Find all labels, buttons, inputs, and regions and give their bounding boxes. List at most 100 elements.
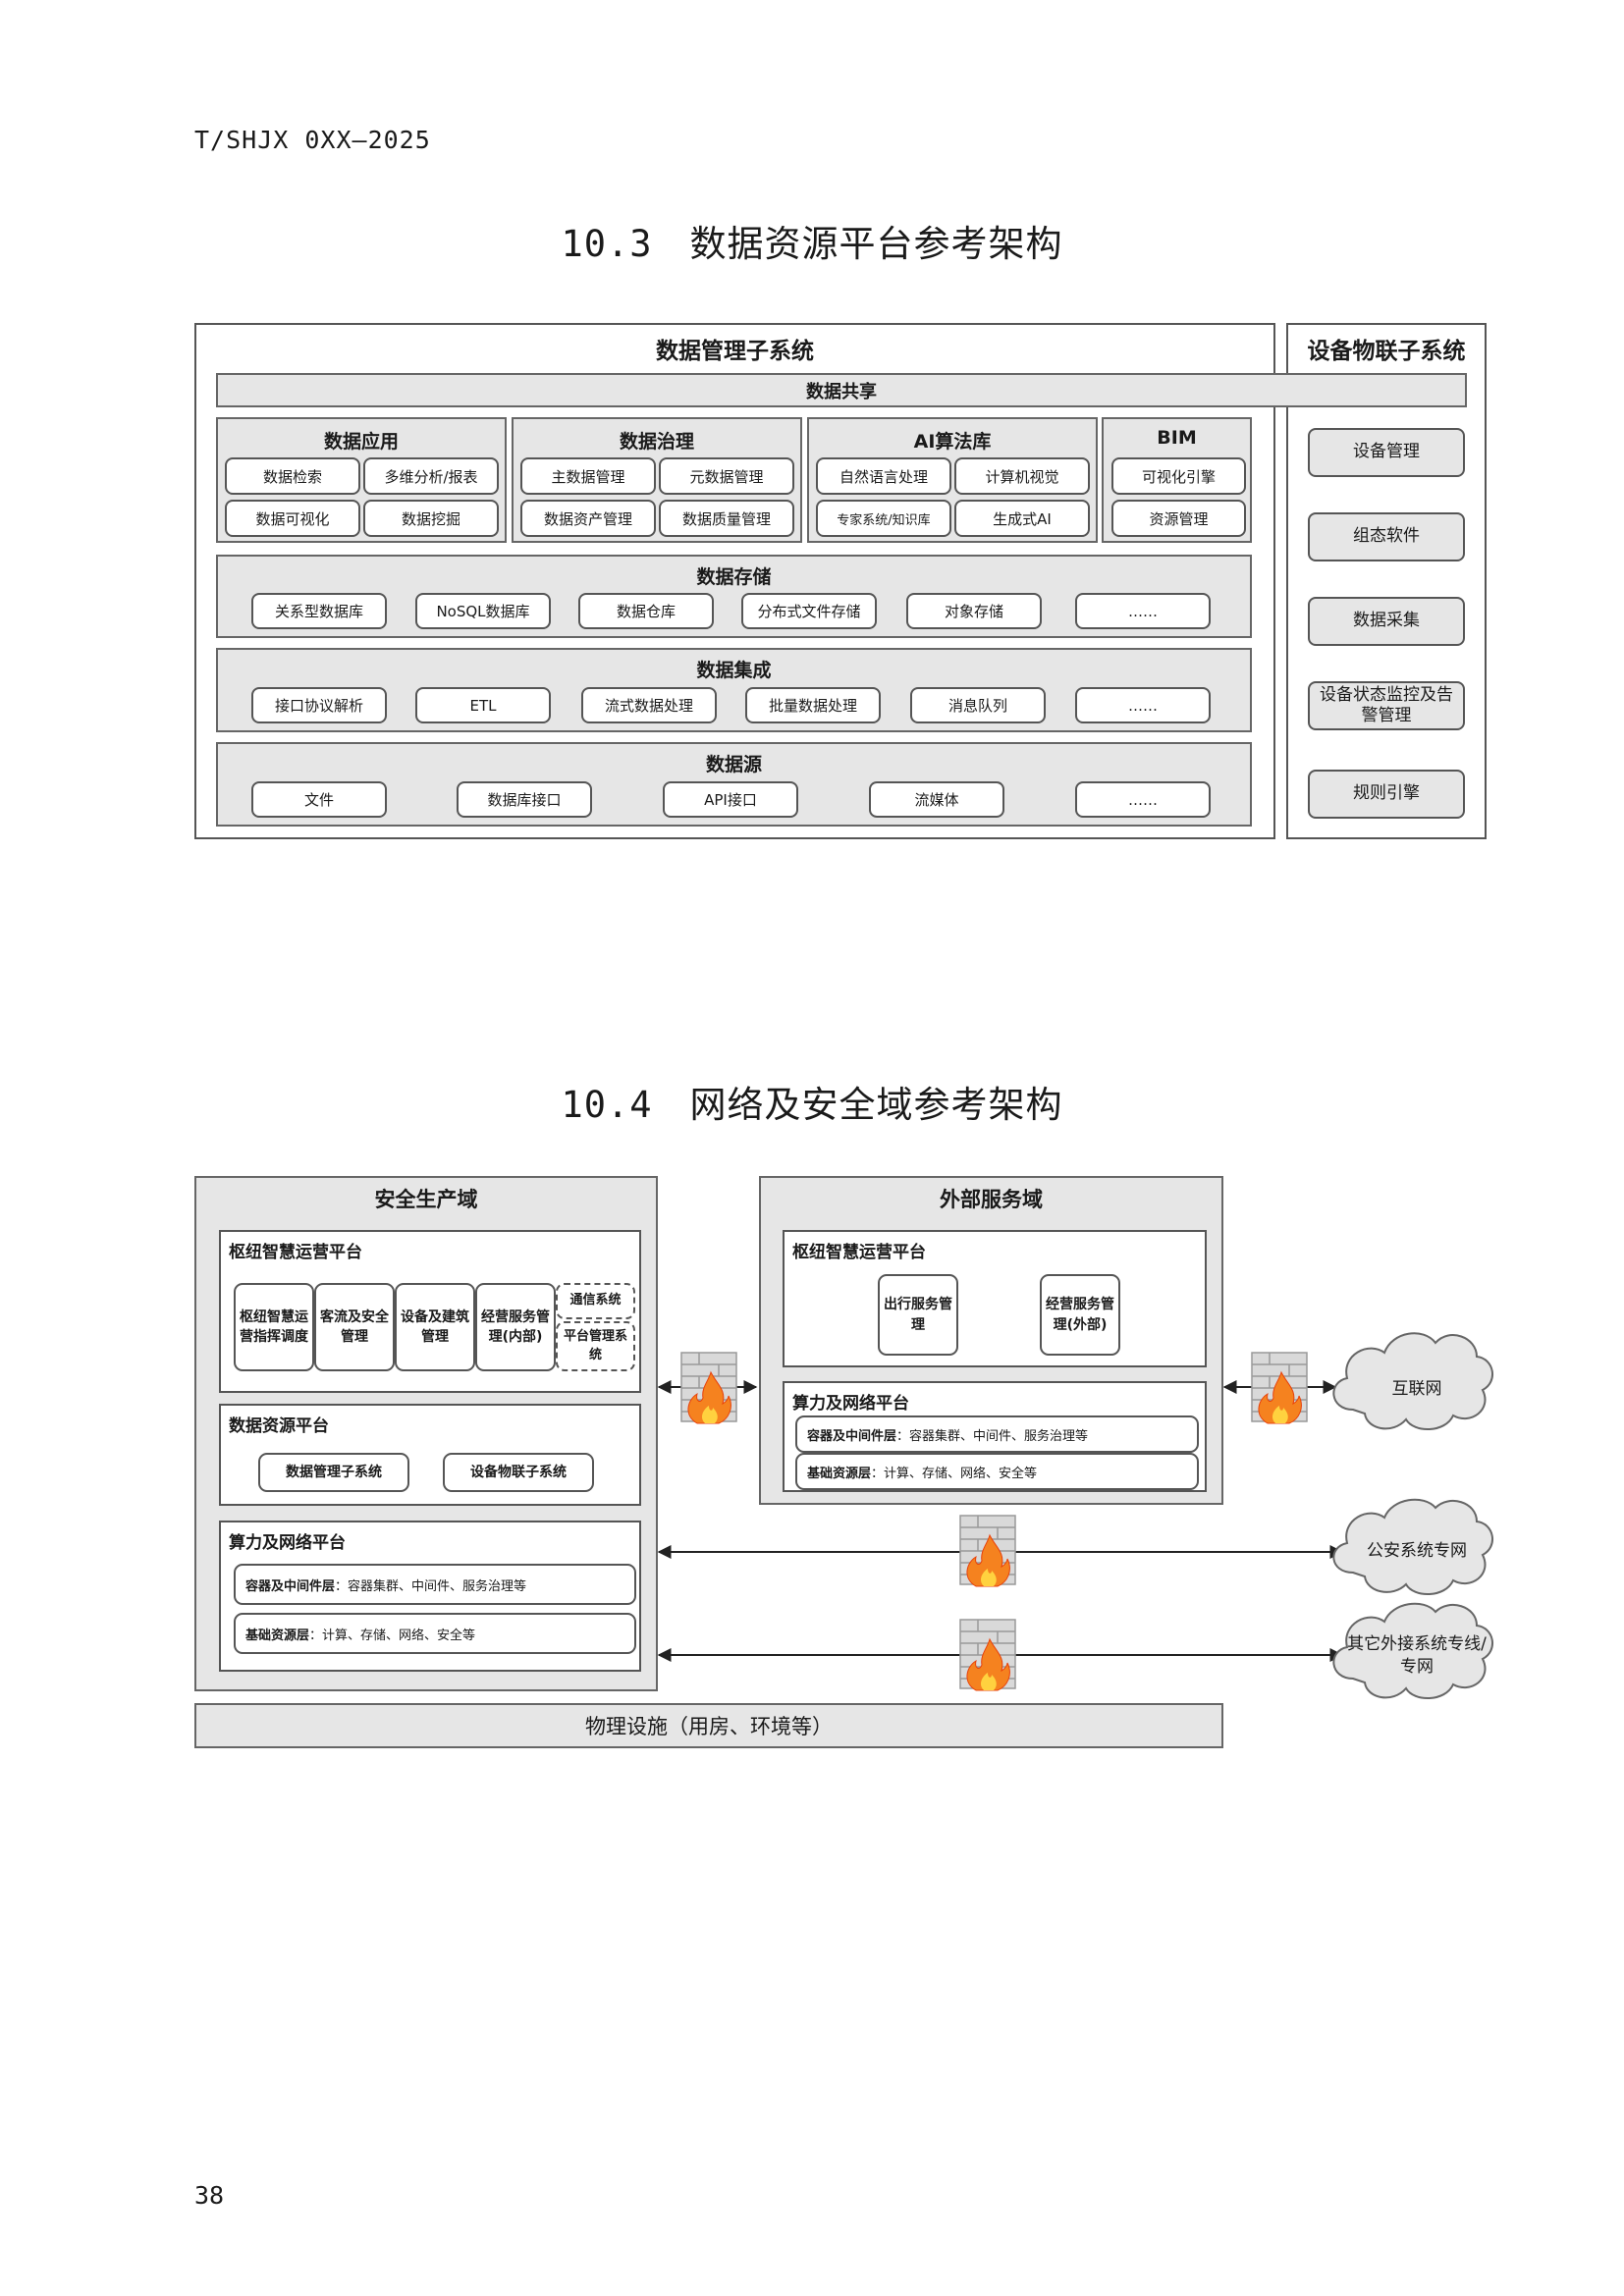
iot-subsystem-title: 设备物联子系统 xyxy=(1307,339,1466,364)
bim-item: 资源管理 xyxy=(1111,500,1246,537)
storage-item: NoSQL数据库 xyxy=(415,593,551,629)
storage-item: 关系型数据库 xyxy=(251,593,387,629)
firewall-icon xyxy=(959,1619,1016,1691)
hub-module: 设备及建筑管理 xyxy=(395,1283,475,1371)
ai-item: 专家系统/知识库 xyxy=(816,500,951,537)
integration-item: 流式数据处理 xyxy=(581,687,717,723)
integration-item: ETL xyxy=(415,687,551,723)
external-domain-title: 外部服务域 xyxy=(940,1188,1043,1211)
firewall-icon xyxy=(1251,1352,1308,1424)
safety-hub-platform: 枢纽智慧运营平台 枢纽智慧运营指挥调度 客流及安全管理 设备及建筑管理 经营服务… xyxy=(219,1230,641,1393)
source-item: API接口 xyxy=(663,781,798,818)
source-item: …… xyxy=(1075,781,1211,818)
integration-item: 批量数据处理 xyxy=(745,687,881,723)
document-code: T/SHJX 0XX—2025 xyxy=(194,126,431,154)
storage-item: …… xyxy=(1075,593,1211,629)
integration-item: 消息队列 xyxy=(910,687,1046,723)
external-compute-platform-title: 算力及网络平台 xyxy=(792,1394,909,1414)
safety-compute-platform-title: 算力及网络平台 xyxy=(229,1533,346,1553)
compute-layer: 基础资源层：计算、存储、网络、安全等 xyxy=(234,1613,636,1654)
compute-layer-name: 容器及中间件层 xyxy=(807,1428,897,1444)
compute-layer-desc: ：计算、存储、网络、安全等 xyxy=(309,1628,476,1643)
data-integration-title: 数据集成 xyxy=(696,660,772,681)
safety-hub-platform-title: 枢纽智慧运营平台 xyxy=(229,1243,362,1262)
external-hub-platform: 枢纽智慧运营平台 出行服务管理 经营服务管理(外部) xyxy=(783,1230,1207,1367)
external-hub-module: 经营服务管理(外部) xyxy=(1040,1274,1120,1356)
external-hub-module: 出行服务管理 xyxy=(878,1274,958,1356)
data-platform-item: 数据管理子系统 xyxy=(258,1453,409,1492)
source-item: 流媒体 xyxy=(869,781,1004,818)
iot-item: 设备状态监控及告警管理 xyxy=(1308,681,1465,730)
section-10-3-title: 数据资源平台参考架构 xyxy=(689,223,1063,265)
external-compute-platform: 算力及网络平台 容器及中间件层：容器集群、中间件、服务治理等 基础资源层：计算、… xyxy=(783,1381,1207,1492)
iot-subsystem-frame: 设备物联子系统 设备管理 组态软件 数据采集 设备状态监控及告警管理 规则引擎 xyxy=(1286,323,1487,839)
integration-item: 接口协议解析 xyxy=(251,687,387,723)
safety-compute-platform: 算力及网络平台 容器及中间件层：容器集群、中间件、服务治理等 基础资源层：计算、… xyxy=(219,1521,641,1672)
iot-item: 规则引擎 xyxy=(1308,770,1465,819)
hub-module: 经营服务管理(内部) xyxy=(475,1283,556,1371)
source-item: 文件 xyxy=(251,781,387,818)
safety-data-platform: 数据资源平台 数据管理子系统 设备物联子系统 xyxy=(219,1404,641,1506)
safety-domain-title: 安全生产域 xyxy=(374,1188,478,1211)
ai-item: 生成式AI xyxy=(954,500,1090,537)
iot-item: 组态软件 xyxy=(1308,512,1465,561)
police-network-label: 公安系统专网 xyxy=(1367,1541,1467,1561)
firewall-icon xyxy=(959,1515,1016,1587)
hub-dashed-module: 平台管理系统 xyxy=(556,1321,635,1371)
ai-library-panel: AI算法库 自然语言处理 计算机视觉 专家系统/知识库 生成式AI xyxy=(807,417,1098,543)
hub-module: 客流及安全管理 xyxy=(314,1283,395,1371)
section-10-4-title: 网络及安全域参考架构 xyxy=(689,1084,1063,1126)
iot-item: 设备管理 xyxy=(1308,428,1465,477)
bim-panel: BIM 可视化引擎 资源管理 xyxy=(1102,417,1252,543)
hub-dashed-module: 通信系统 xyxy=(556,1283,635,1319)
external-service-domain: 外部服务域 枢纽智慧运营平台 出行服务管理 经营服务管理(外部) 算力及网络平台… xyxy=(759,1176,1223,1505)
app-item: 数据可视化 xyxy=(225,500,360,537)
page-number: 38 xyxy=(194,2181,225,2210)
bim-title: BIM xyxy=(1157,427,1197,449)
ai-library-title: AI算法库 xyxy=(913,431,992,453)
compute-layer-desc: ：计算、存储、网络、安全等 xyxy=(871,1466,1038,1481)
internet-label: 互联网 xyxy=(1391,1379,1442,1399)
data-storage-title: 数据存储 xyxy=(696,566,772,588)
compute-layer-name: 基础资源层 xyxy=(807,1466,872,1481)
iot-item: 数据采集 xyxy=(1308,597,1465,646)
compute-layer: 基础资源层：计算、存储、网络、安全等 xyxy=(795,1453,1199,1490)
data-applications-title: 数据应用 xyxy=(323,431,399,453)
data-integration-panel: 数据集成 接口协议解析 ETL 流式数据处理 批量数据处理 消息队列 …… xyxy=(216,648,1252,732)
external-hub-platform-title: 枢纽智慧运营平台 xyxy=(792,1243,926,1262)
data-sharing-bar: 数据共享 xyxy=(216,373,1467,407)
source-item: 数据库接口 xyxy=(457,781,592,818)
bim-item: 可视化引擎 xyxy=(1111,457,1246,495)
data-storage-panel: 数据存储 关系型数据库 NoSQL数据库 数据仓库 分布式文件存储 对象存储 …… xyxy=(216,555,1252,638)
app-item: 数据挖掘 xyxy=(363,500,499,537)
physical-facilities-bar: 物理设施（用房、环境等） xyxy=(194,1703,1223,1748)
app-item: 多维分析/报表 xyxy=(363,457,499,495)
data-governance-panel: 数据治理 主数据管理 元数据管理 数据资产管理 数据质量管理 xyxy=(512,417,802,543)
police-network-cloud-icon xyxy=(1332,1498,1493,1596)
internet-cloud-icon xyxy=(1332,1332,1493,1431)
ai-item: 计算机视觉 xyxy=(954,457,1090,495)
storage-item: 分布式文件存储 xyxy=(741,593,877,629)
governance-item: 元数据管理 xyxy=(659,457,794,495)
safety-production-domain: 安全生产域 枢纽智慧运营平台 枢纽智慧运营指挥调度 客流及安全管理 设备及建筑管… xyxy=(194,1176,658,1691)
data-management-subsystem-title: 数据管理子系统 xyxy=(656,339,814,364)
storage-item: 对象存储 xyxy=(906,593,1042,629)
app-item: 数据检索 xyxy=(225,457,360,495)
compute-layer-name: 容器及中间件层 xyxy=(245,1578,336,1594)
data-source-title: 数据源 xyxy=(705,754,762,775)
hub-module: 枢纽智慧运营指挥调度 xyxy=(234,1283,314,1371)
data-governance-title: 数据治理 xyxy=(619,431,694,453)
data-platform-item: 设备物联子系统 xyxy=(443,1453,594,1492)
network-connectors xyxy=(657,1332,1493,1700)
compute-layer-desc: ：容器集群、中间件、服务治理等 xyxy=(896,1428,1089,1444)
data-applications-panel: 数据应用 数据检索 多维分析/报表 数据可视化 数据挖掘 xyxy=(216,417,507,543)
ai-item: 自然语言处理 xyxy=(816,457,951,495)
firewall-icon xyxy=(680,1352,737,1424)
data-source-panel: 数据源 文件 数据库接口 API接口 流媒体 …… xyxy=(216,742,1252,827)
storage-item: 数据仓库 xyxy=(578,593,714,629)
safety-data-platform-title: 数据资源平台 xyxy=(229,1416,329,1436)
other-network-label: 其它外接系统专线/专网 xyxy=(1347,1634,1487,1677)
integration-item: …… xyxy=(1075,687,1211,723)
